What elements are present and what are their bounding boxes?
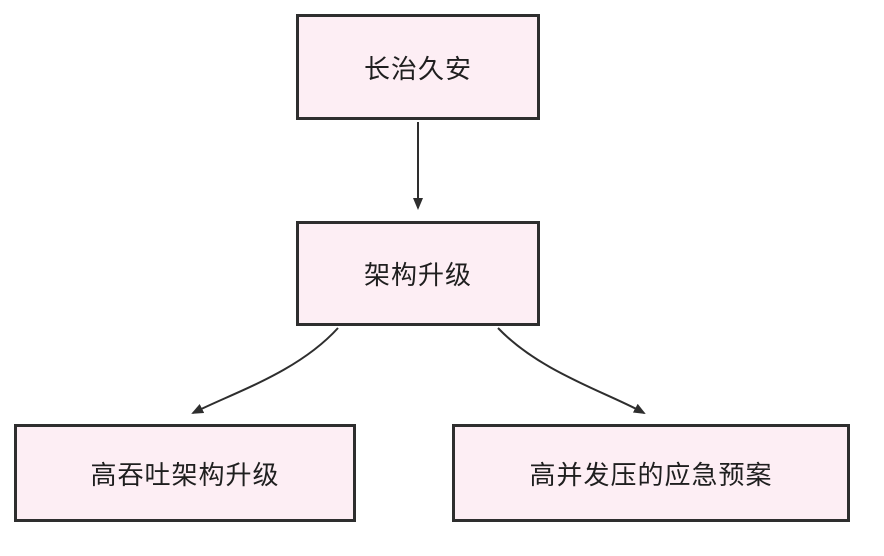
node-middle-label: 架构升级 [363,261,472,291]
node-left-label: 高吞吐架构升级 [90,460,280,491]
node-right: 高并发压的应急预案 [452,424,850,522]
arrow-middle-to-right [497,327,646,414]
arrow-middle-to-left [191,327,339,414]
node-right-label: 高并发压的应急预案 [529,460,773,491]
node-root-label: 长治久安 [363,54,472,85]
node-middle: 架构升级 [296,221,540,326]
node-left: 高吞吐架构升级 [14,424,356,522]
node-root: 长治久安 [296,14,540,120]
